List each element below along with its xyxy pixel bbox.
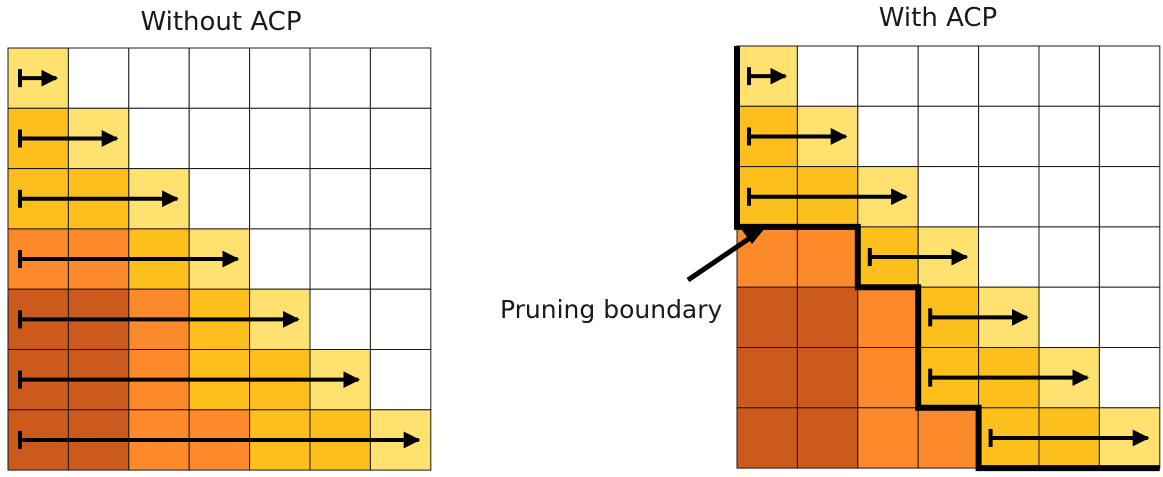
grid-cell (1038, 166, 1100, 228)
grid-cell (188, 168, 251, 230)
grid-cell (128, 47, 190, 109)
grid-cell (978, 105, 1040, 168)
arrow-row-0 (747, 67, 788, 86)
grid-cell (369, 107, 432, 170)
pruning-boundary-label: Pruning boundary (500, 295, 723, 324)
pruning-boundary-pointer-head (742, 228, 765, 244)
grid-cell (978, 45, 1040, 107)
grid-cell (1038, 286, 1100, 349)
grid-cell (67, 47, 130, 109)
grid-cell (917, 166, 980, 228)
arrow-row-2 (747, 187, 908, 206)
arrow-row-4 (18, 310, 300, 329)
arrow-row-1 (18, 129, 119, 148)
grid-cell (857, 347, 919, 409)
grid-cell (1098, 347, 1161, 409)
panel-title-with-acp: With ACP (879, 3, 997, 33)
grid-cell (369, 228, 432, 290)
arrow-row-4 (928, 308, 1029, 327)
arrow-row-0 (18, 69, 59, 88)
grid-cell (917, 407, 980, 469)
pruning-boundary-line (734, 46, 1160, 472)
grid-cell (309, 107, 371, 170)
pruning-boundary-pointer (686, 235, 752, 283)
pruning-boundary-annotation: Pruning boundary (500, 228, 765, 324)
grid-cell (736, 226, 798, 288)
grid-cell (249, 228, 311, 290)
grid-cell (917, 45, 980, 107)
panel-without-acp (7, 47, 432, 471)
grid-cell (309, 168, 371, 230)
arrow-row-3 (867, 248, 969, 267)
grid-cell (128, 107, 190, 170)
grid-cell (736, 347, 798, 409)
arrow-row-6 (988, 428, 1150, 447)
grid-cell (369, 349, 432, 411)
grid-cell (249, 168, 311, 230)
grid-cell (1038, 105, 1100, 168)
grid-cell (917, 105, 980, 168)
grid-cell (369, 168, 432, 230)
grid-cell (857, 286, 919, 349)
grid-cell (309, 47, 371, 109)
grid-cell (978, 166, 1040, 228)
arrow-row-5 (18, 370, 361, 389)
grid-cell (1038, 226, 1100, 288)
grid-cell (857, 407, 919, 469)
arrow-row-5 (928, 368, 1090, 387)
grid-cell (309, 288, 371, 351)
panel-title-without-acp: Without ACP (140, 7, 301, 37)
grid-cell (1038, 45, 1100, 107)
grid-cell (796, 347, 859, 409)
grid-cell (796, 286, 859, 349)
grid-cell (857, 45, 919, 107)
grid-cell (857, 105, 919, 168)
arrow-row-1 (747, 127, 848, 146)
grid-cell (188, 107, 251, 170)
grid-cell (249, 47, 311, 109)
grid-cell (978, 226, 1040, 288)
grid-cell (309, 228, 371, 290)
arrow-row-2 (18, 189, 179, 208)
arrow-row-6 (18, 430, 421, 449)
grid-cell (796, 45, 859, 107)
grid-cell (1098, 286, 1161, 349)
grid-cell (249, 107, 311, 170)
grid-cell (796, 226, 859, 288)
grid-cell (1098, 105, 1161, 168)
grid-cell (369, 47, 432, 109)
grid-cell (1098, 226, 1161, 288)
grid-cell (736, 286, 798, 349)
arrow-row-3 (18, 250, 240, 269)
grid-cell (1098, 45, 1161, 107)
grid-cell (1098, 166, 1161, 228)
grid-cell (736, 407, 798, 469)
grid-cell (369, 288, 432, 351)
grid-cell (796, 407, 859, 469)
panel-with-acp (734, 45, 1161, 472)
grid-cell (188, 47, 251, 109)
